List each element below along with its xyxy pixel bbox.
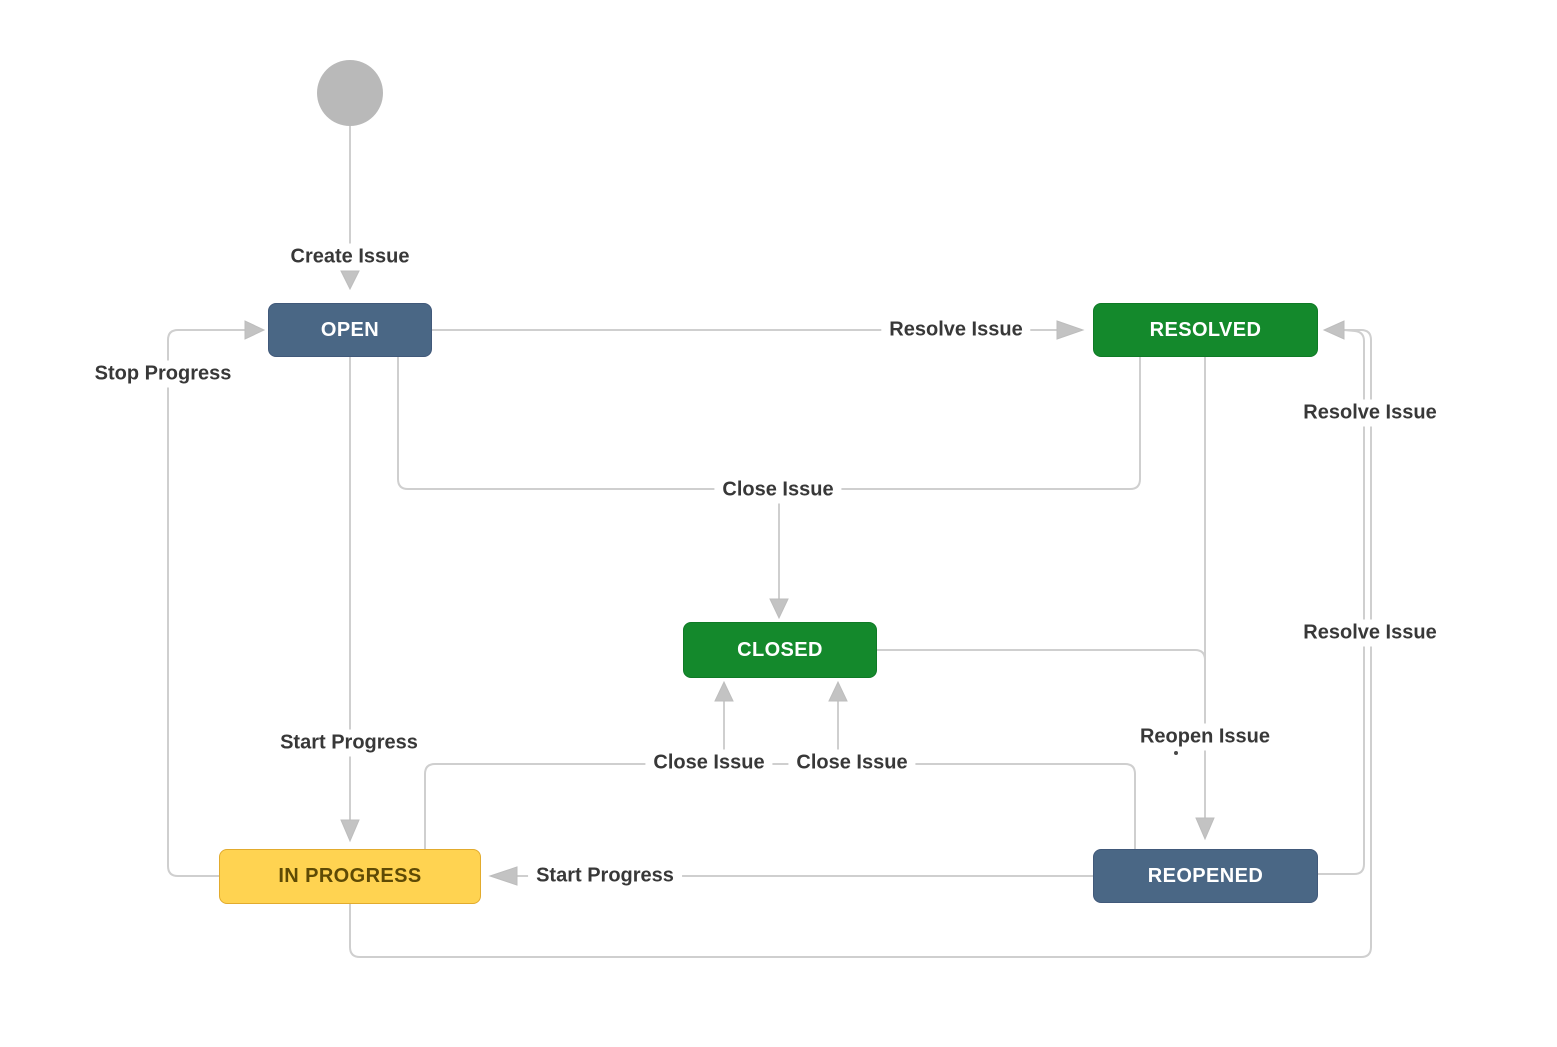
status-label-open: OPEN [320,318,380,341]
status-node-in-progress[interactable]: IN PROGRESS [219,849,481,904]
status-node-reopened[interactable]: REOPENED [1093,849,1318,903]
transition-label-resolve-issue-open[interactable]: Resolve Issue [881,316,1031,344]
arrowhead-open-to-inprogress [340,819,360,843]
arrowhead-resolve-into-resolved [1322,320,1345,340]
status-node-open[interactable]: OPEN [268,303,432,357]
edge-inprogress-to-open [167,329,245,877]
status-label-in-progress: IN PROGRESS [278,865,422,887]
status-node-resolved[interactable]: RESOLVED [1093,303,1318,357]
edge-reopened-to-resolved [1318,329,1365,875]
arrowhead-reopened-to-closed [828,680,848,702]
arrowhead-inprogress-to-open [244,320,266,340]
edge-close-issue-merged [397,357,1141,490]
transition-label-reopen-issue[interactable]: Reopen Issue [1131,723,1279,751]
transition-label-close-issue-reopened[interactable]: Close Issue [788,749,916,777]
status-label-resolved: RESOLVED [1149,318,1262,341]
transition-label-start-progress-reopened[interactable]: Start Progress [528,862,682,890]
transition-label-resolve-issue-reopened[interactable]: Resolve Issue [1295,399,1445,427]
arrowhead-create-issue [340,270,360,291]
arrowhead-inprogress-to-closed [714,680,734,702]
transition-label-stop-progress[interactable]: Stop Progress [86,360,240,388]
arrowhead-open-to-resolved [1056,320,1085,340]
arrowhead-reopened-to-inprogress [488,866,518,886]
edge-inprogress-to-resolved [349,329,1372,958]
arrowhead-close-issue-merged [769,598,789,620]
transition-label-close-issue-merged[interactable]: Close Issue [714,476,842,504]
transition-label-resolve-issue-in-progress[interactable]: Resolve Issue [1295,619,1445,647]
transition-label-start-progress-open[interactable]: Start Progress [272,729,426,757]
status-label-reopened: REOPENED [1147,864,1264,887]
arrowhead-reopen-issue [1195,817,1215,841]
reopen-issue-label-dot [1174,751,1178,755]
status-node-closed[interactable]: CLOSED [683,622,877,678]
edge-closed-to-reopened-join [877,649,1206,661]
status-label-closed: CLOSED [737,638,823,661]
transition-label-create-issue[interactable]: Create Issue [282,243,418,271]
transition-label-close-issue-in-progress[interactable]: Close Issue [645,749,773,777]
edge-close-issue-lower-rail [424,763,1136,849]
start-node-circle [317,60,383,126]
